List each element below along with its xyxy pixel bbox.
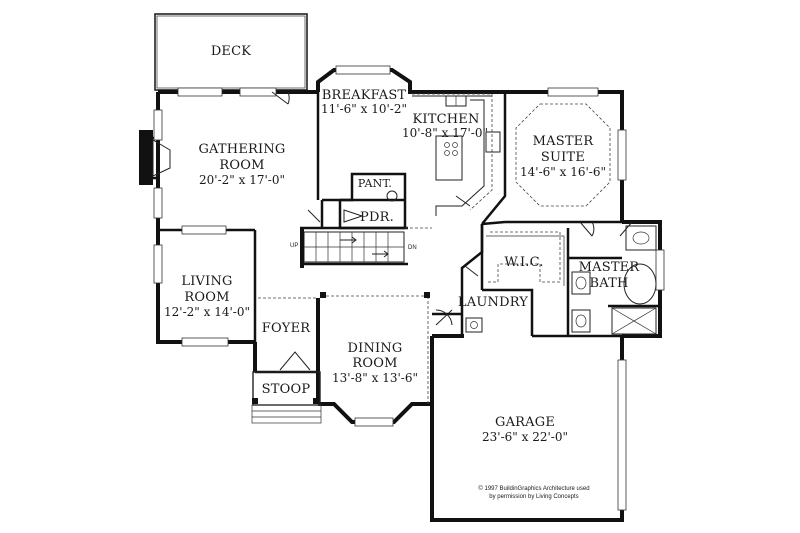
master-suite-ceiling bbox=[515, 103, 611, 207]
master-suite-label-2: SUITE bbox=[541, 150, 585, 165]
powder-fixtures bbox=[343, 190, 398, 223]
breakfast-label: BREAKFAST bbox=[322, 88, 407, 103]
living-label-1: LIVING bbox=[181, 274, 232, 289]
breakfast-dims: 11'-6" x 10'-2" bbox=[321, 102, 407, 116]
garage-dims: 23'-6" x 22'-0" bbox=[482, 430, 568, 444]
master-suite-label-1: MASTER bbox=[533, 134, 595, 149]
stoop-label: STOOP bbox=[262, 382, 311, 397]
kitchen-dims: 10'-8" x 17'-0" bbox=[402, 126, 488, 140]
master-bath-label-2: BATH bbox=[589, 276, 628, 291]
garage-label: GARAGE bbox=[495, 415, 555, 430]
pantry-label: PANT. bbox=[358, 177, 392, 190]
wic-label: W.I.C. bbox=[504, 255, 543, 270]
dining-label-2: ROOM bbox=[352, 356, 397, 371]
stair-up-label: UP bbox=[290, 243, 298, 249]
deck-label: DECK bbox=[211, 44, 251, 59]
kitchen-fixtures bbox=[412, 95, 501, 216]
doors bbox=[271, 91, 633, 371]
windows bbox=[153, 65, 665, 511]
stoop bbox=[251, 371, 322, 424]
master-suite-dims: 14'-6" x 16'-6" bbox=[520, 165, 606, 179]
bath-fixtures bbox=[465, 225, 657, 335]
dining-dims: 13'-8" x 13'-6" bbox=[332, 371, 418, 385]
foyer-label: FOYER bbox=[262, 321, 312, 336]
stair-down-label: DN bbox=[408, 245, 417, 251]
living-label-2: ROOM bbox=[184, 290, 229, 305]
staircase: UP DN bbox=[290, 228, 417, 268]
master-bath-label-1: MASTER bbox=[579, 260, 641, 275]
closet-shelving bbox=[486, 231, 565, 286]
open-boundaries bbox=[258, 93, 493, 404]
gathering-dims: 20'-2" x 17'-0" bbox=[199, 173, 285, 187]
laundry-label: LAUNDRY bbox=[458, 295, 528, 310]
gathering-label-1: GATHERING bbox=[198, 142, 285, 157]
copyright-line-1: © 1997 BuildinGraphics Architecture used bbox=[478, 485, 589, 492]
interior-walls bbox=[158, 92, 660, 374]
gathering-label-2: ROOM bbox=[219, 158, 264, 173]
copyright-line-2: by permission by Living Concepts bbox=[489, 494, 578, 500]
living-dims: 12'-2" x 14'-0" bbox=[164, 305, 250, 319]
powder-label: PDR. bbox=[360, 210, 394, 225]
dining-label-1: DINING bbox=[347, 341, 402, 356]
kitchen-label: KITCHEN bbox=[412, 112, 479, 127]
